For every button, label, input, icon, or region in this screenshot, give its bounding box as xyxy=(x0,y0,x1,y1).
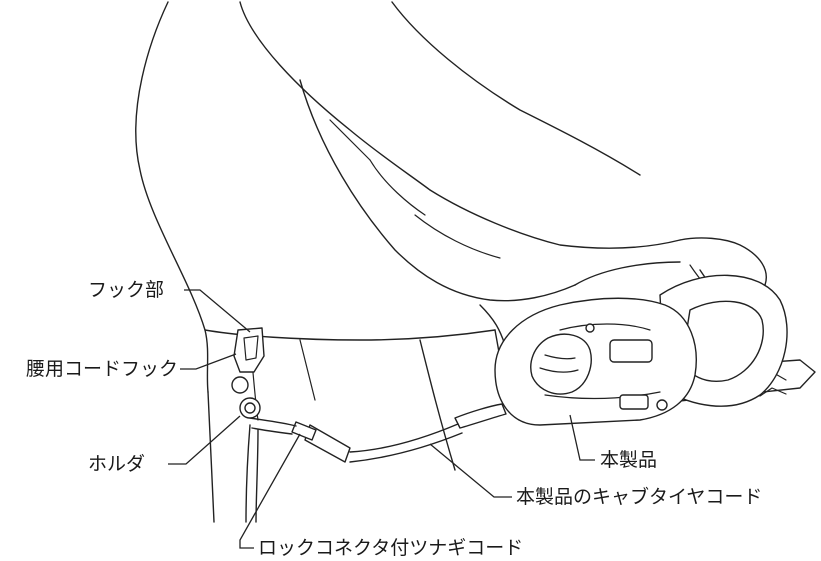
cords xyxy=(245,417,463,523)
leader-hook-part xyxy=(184,289,251,333)
label-lock-connector-cord: ロックコネクタ付ツナギコード xyxy=(258,537,524,559)
leader-product xyxy=(569,414,595,461)
label-product: 本製品 xyxy=(600,449,658,471)
leader-holder xyxy=(168,415,241,465)
hedge-trimmer xyxy=(454,274,816,429)
leader-waist-cord-hook xyxy=(180,353,237,370)
label-product-cabtire-cord: 本製品のキャブタイヤコード xyxy=(516,486,763,508)
leader-cabtire-cord xyxy=(429,443,512,498)
person-arm xyxy=(239,1,681,346)
waist-cord-hook xyxy=(231,327,265,419)
label-hook-part: フック部 xyxy=(88,279,165,301)
label-waist-cord-hook: 腰用コードフック xyxy=(26,358,179,380)
leader-lines xyxy=(168,289,595,549)
label-holder: ホルダ xyxy=(88,453,146,475)
leader-lock-connector xyxy=(239,433,301,549)
